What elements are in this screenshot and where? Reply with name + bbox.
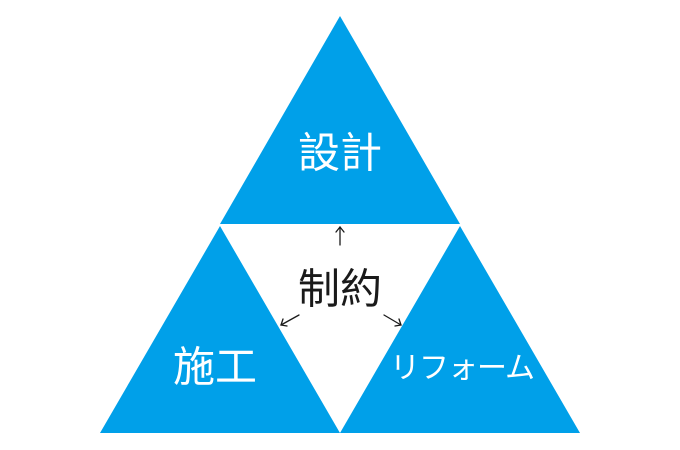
top-triangle: [220, 16, 460, 224]
top-label: 設計: [297, 128, 383, 178]
arrow-down-right-icon: [383, 314, 402, 327]
center-label: 制約: [297, 264, 383, 314]
bottom-right-label: リフォーム: [389, 351, 535, 386]
arrow-up-icon: [335, 225, 345, 246]
center-triangle: [222, 225, 458, 431]
bottom-left-triangle: [100, 226, 340, 433]
arrow-down-left-icon: [280, 314, 300, 327]
bottom-right-triangle: [340, 226, 580, 433]
bottom-left-label: 施工: [172, 342, 258, 392]
